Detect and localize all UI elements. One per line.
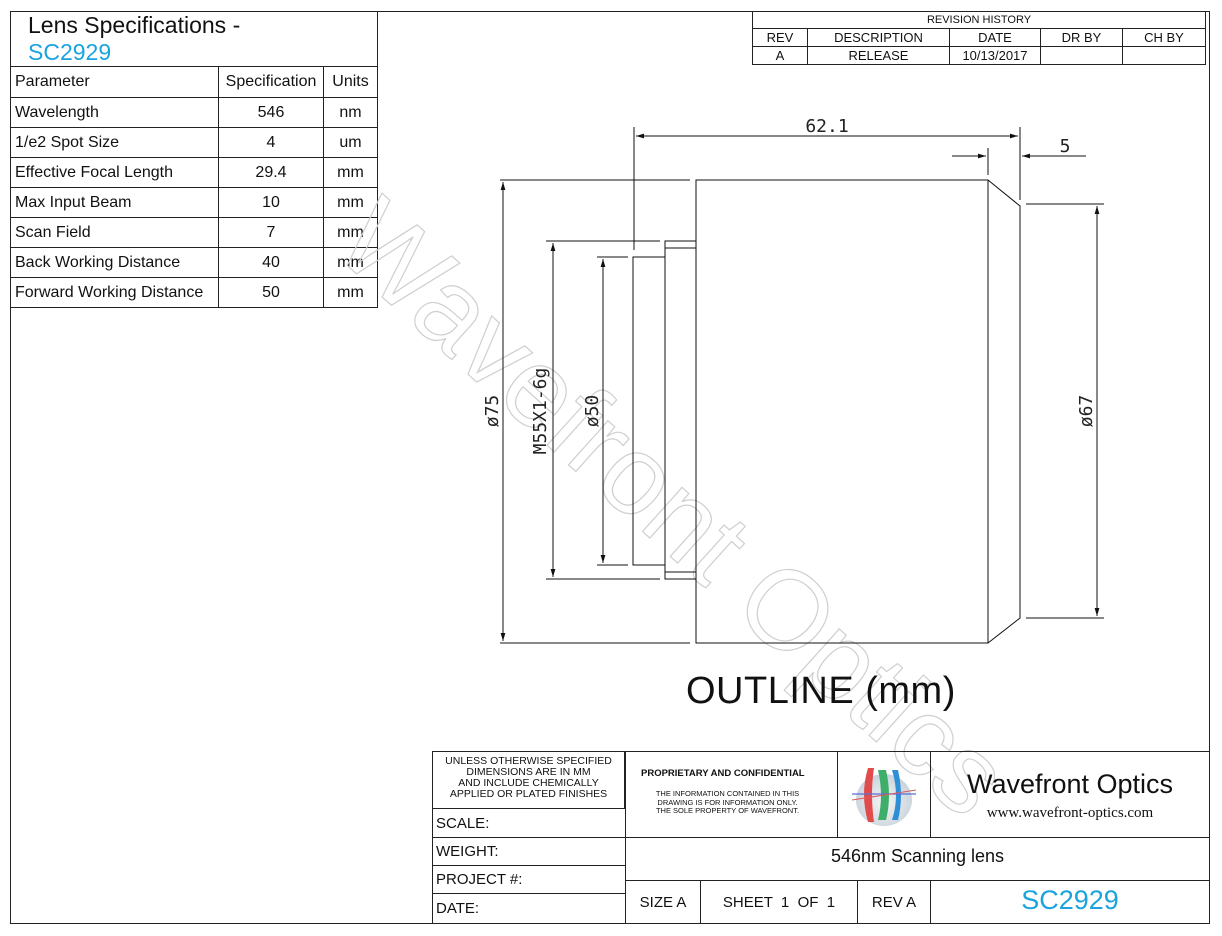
rev-value: A <box>752 46 808 65</box>
sheet-label: SHEET 1 OF 1 <box>722 894 836 911</box>
bore-section <box>632 256 666 566</box>
spec-value: 10 <box>218 187 324 218</box>
dim-length-label: 62.1 <box>805 116 848 137</box>
revision-history-table: REVISION HISTORY REV DESCRIPTION DATE DR… <box>752 11 1206 65</box>
description-value: RELEASE <box>807 46 950 65</box>
dim-outer-diameter-label: ø75 <box>482 395 503 428</box>
spec-parameter: Back Working Distance <box>10 247 219 278</box>
size-label: SIZE A <box>639 894 687 911</box>
dim-chamfer-label: 5 <box>1060 136 1071 157</box>
notes-text: UNLESS OTHERWISE SPECIFIED DIMENSIONS AR… <box>445 755 612 800</box>
table-row: Wavelength 546 nm <box>10 97 378 128</box>
spec-header-row: Parameter Specification Units <box>10 66 378 98</box>
spec-title-code: SC2929 <box>28 39 112 65</box>
date-value: 10/13/2017 <box>949 46 1041 65</box>
part-number-cell <box>930 880 1210 924</box>
spec-value: 4 <box>218 127 324 158</box>
project-label: PROJECT #: <box>436 871 523 888</box>
revision-header-row: REV DESCRIPTION DATE DR BY CH BY <box>752 28 1206 47</box>
company-name: Wavefront Optics <box>966 769 1174 799</box>
spec-table-title: Lens Specifications - SC2929 <box>10 11 324 67</box>
part-number: SC2929 <box>1021 885 1119 915</box>
date-header: DATE <box>949 28 1041 47</box>
scale-label: SCALE: <box>436 815 490 832</box>
company-url: www.wavefront-optics.com <box>986 805 1154 821</box>
spec-value: 40 <box>218 247 324 278</box>
dim-thread-label: M55X1-6g <box>530 368 551 455</box>
company-logo-icon <box>851 768 917 826</box>
lens-spec-table: Lens Specifications - SC2929 Parameter S… <box>10 11 378 308</box>
spec-parameter: Effective Focal Length <box>10 157 219 188</box>
ch-by-header: CH BY <box>1122 28 1206 47</box>
spec-value: 546 <box>218 97 324 128</box>
proprietary-text: THE INFORMATION CONTAINED IN THIS DRAWIN… <box>655 789 800 815</box>
weight-label: WEIGHT: <box>436 843 499 860</box>
spec-parameter: Forward Working Distance <box>10 277 219 308</box>
proprietary-title: PROPRIETARY AND CONFIDENTIAL <box>641 768 805 779</box>
spec-unit: mm <box>323 157 378 188</box>
watermark-text: Wavefront Optics <box>314 175 1033 840</box>
spec-unit: nm <box>323 97 378 128</box>
spec-value: 50 <box>218 277 324 308</box>
spec-parameter: Scan Field <box>10 217 219 248</box>
table-row: Forward Working Distance 50 mm <box>10 277 378 308</box>
spec-unit: mm <box>323 277 378 308</box>
table-row: Scan Field 7 mm <box>10 217 378 248</box>
rev-label: REV A <box>871 894 917 911</box>
spec-unit: um <box>323 127 378 158</box>
dim-front-diameter-label: ø67 <box>1076 395 1097 428</box>
dim-bore-label: ø50 <box>582 395 603 428</box>
date-label: DATE: <box>436 900 480 917</box>
spec-title-prefix: Lens Specifications - <box>28 12 241 38</box>
part-description: 546nm Scanning lens <box>830 846 1005 866</box>
spec-unit: mm <box>323 217 378 248</box>
outline-title: OUTLINE (mm) <box>686 670 956 712</box>
table-row: Effective Focal Length 29.4 mm <box>10 157 378 188</box>
table-row: Back Working Distance 40 mm <box>10 247 378 278</box>
spec-unit: mm <box>323 247 378 278</box>
spec-parameter: Max Input Beam <box>10 187 219 218</box>
spec-header-units: Units <box>323 66 378 98</box>
ch-by-value <box>1122 46 1206 65</box>
spec-header-specification: Specification <box>218 66 324 98</box>
spec-parameter: Wavelength <box>10 97 219 128</box>
spec-unit: mm <box>323 187 378 218</box>
description-header: DESCRIPTION <box>807 28 950 47</box>
table-row: Max Input Beam 10 mm <box>10 187 378 218</box>
table-row: 1/e2 Spot Size 4 um <box>10 127 378 158</box>
table-row: A RELEASE 10/13/2017 <box>752 46 1206 65</box>
